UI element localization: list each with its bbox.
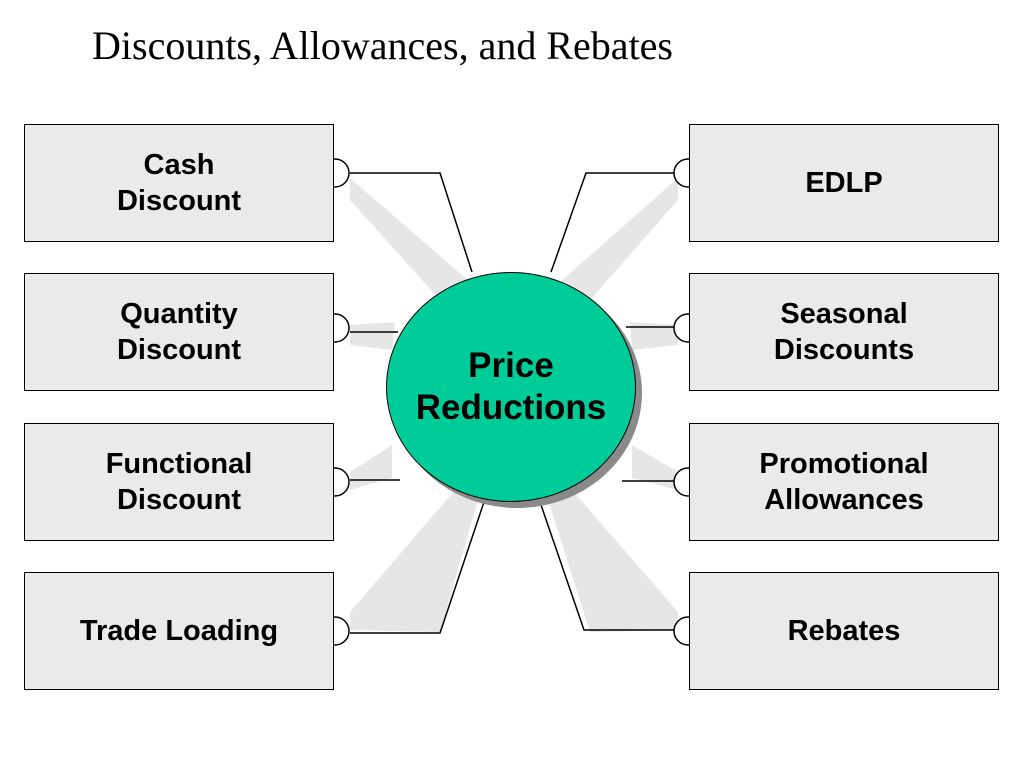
wedge-rebates: [548, 490, 678, 632]
box-label: EDLP: [805, 167, 883, 199]
box-seasonal-discounts: Seasonal Discounts: [689, 273, 999, 391]
box-quantity-discount: Quantity Discount: [24, 273, 334, 391]
wedge-seasonal: [630, 322, 678, 350]
page-title: Discounts, Allowances, and Rebates: [92, 23, 673, 68]
hub-price-reductions: Price Reductions: [386, 272, 636, 502]
connector-edlp: [550, 172, 674, 273]
box-functional-discount: Functional Discount: [24, 423, 334, 541]
wedge-trade: [350, 490, 478, 632]
box-label: Seasonal Discounts: [773, 298, 915, 366]
wedge-quantity: [350, 322, 395, 350]
box-label: Functional Discount: [105, 448, 253, 516]
box-promotional-allowances: Promotional Allowances: [689, 423, 999, 541]
connector-trade: [350, 501, 485, 634]
box-edlp: EDLP: [689, 124, 999, 242]
box-label: Rebates: [787, 615, 901, 647]
box-label: Trade Loading: [79, 615, 279, 647]
connector-rebates: [539, 501, 674, 631]
wedge-cash: [350, 178, 470, 300]
hub-label: Price Reductions: [415, 346, 607, 427]
box-trade-loading: Trade Loading: [24, 572, 334, 690]
box-cash-discount: Cash Discount: [24, 124, 334, 242]
wedge-edlp: [560, 178, 678, 300]
wedge-promotional: [632, 445, 678, 490]
connector-cash: [350, 172, 473, 273]
box-label: Cash Discount: [116, 149, 242, 217]
wedge-functional: [350, 445, 392, 490]
box-label: Quantity Discount: [116, 298, 242, 366]
box-label: Promotional Allowances: [759, 448, 929, 516]
box-rebates: Rebates: [689, 572, 999, 690]
